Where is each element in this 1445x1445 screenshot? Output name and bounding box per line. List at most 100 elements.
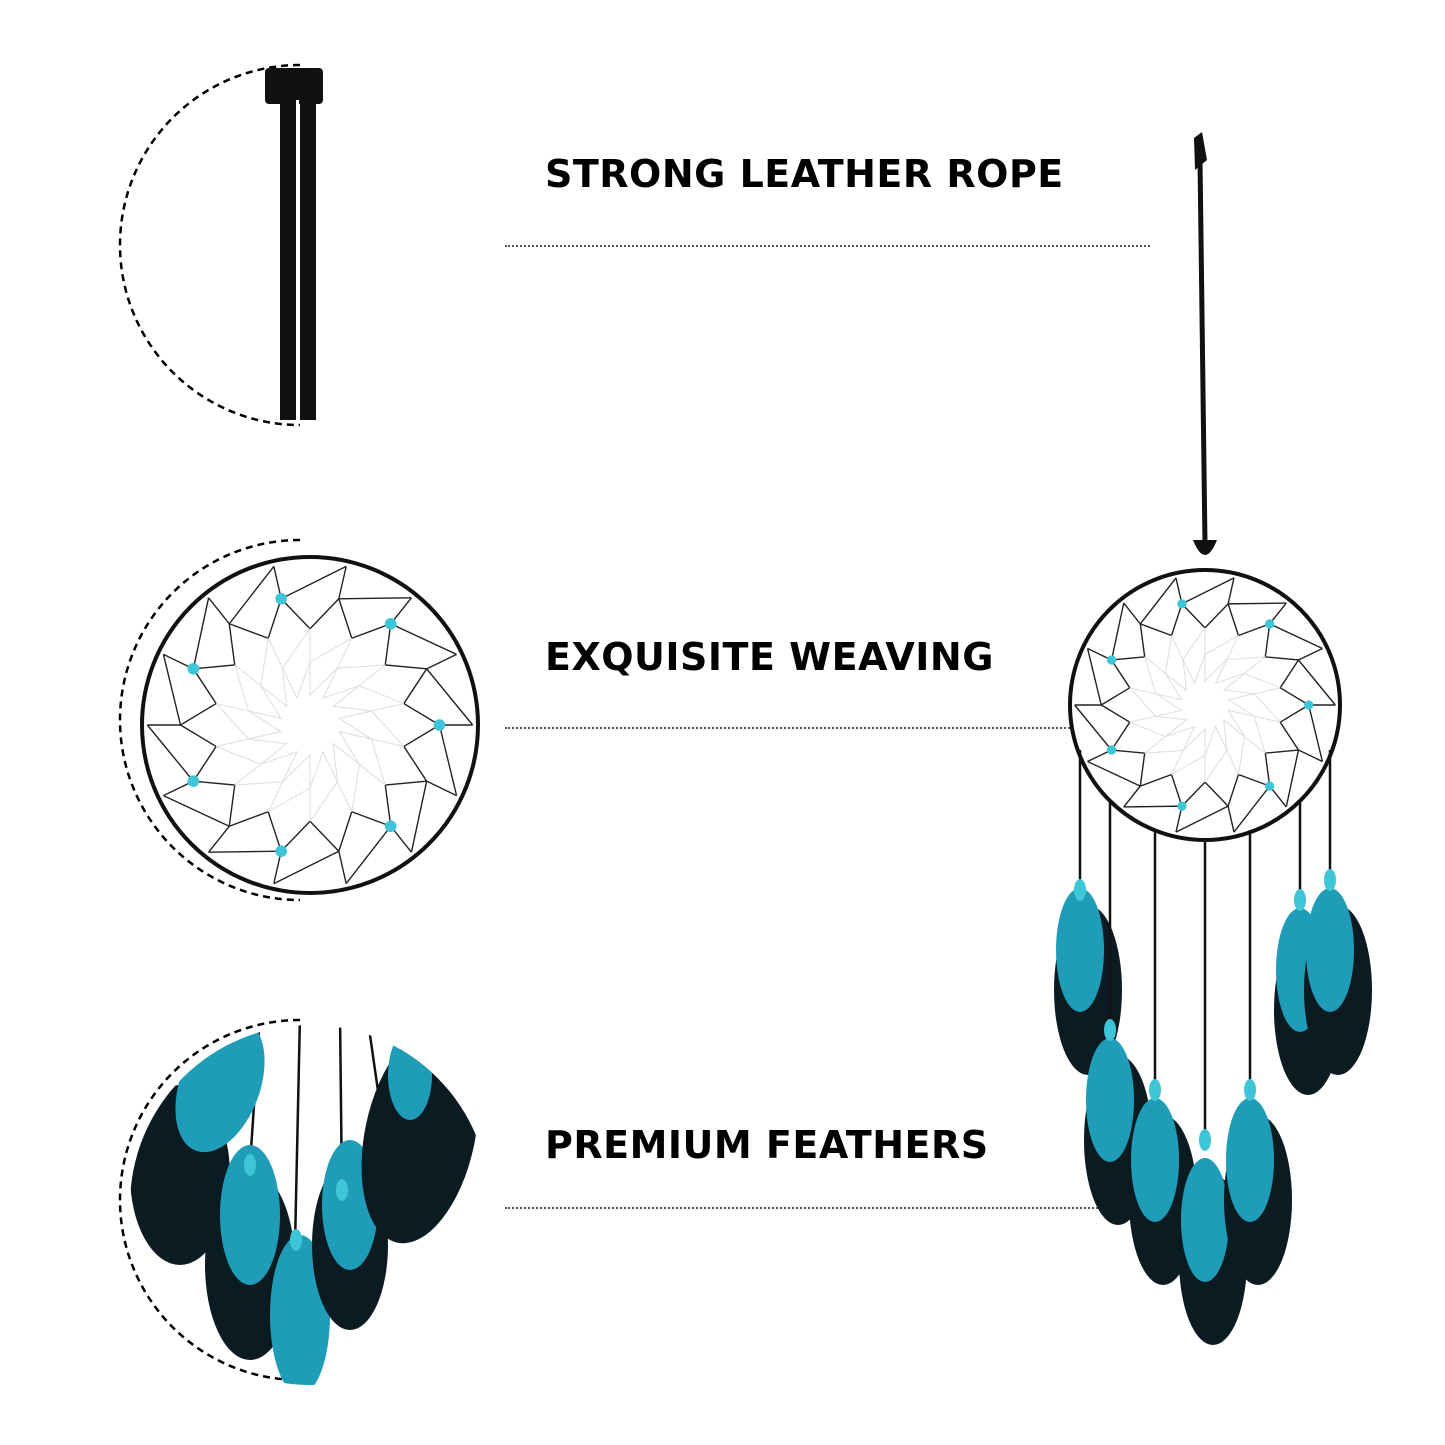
weave-thread xyxy=(280,598,340,630)
feather-teal xyxy=(1056,888,1104,1012)
bead xyxy=(1244,1079,1256,1101)
weave-thread xyxy=(1204,654,1228,683)
weave-thread xyxy=(309,628,353,663)
feature-label-feathers: PREMIUM FEATHERS xyxy=(545,1123,989,1167)
rope-cap xyxy=(265,68,323,104)
weave-thread xyxy=(1279,659,1310,706)
bead xyxy=(1106,655,1117,665)
weave-thread xyxy=(1165,725,1196,751)
weave-thread xyxy=(1297,647,1336,706)
bead xyxy=(1177,599,1187,609)
feather-teal xyxy=(1181,1158,1229,1282)
weave-thread xyxy=(260,751,299,783)
weave-net xyxy=(1074,577,1336,833)
weave-thread xyxy=(309,750,338,789)
weave-thread xyxy=(351,763,386,812)
weave-thread xyxy=(1214,659,1245,685)
weave-thread xyxy=(1223,718,1245,751)
weave-thread xyxy=(260,668,288,708)
weave-thread xyxy=(248,685,282,720)
bead xyxy=(1177,801,1187,811)
divider-leather-rope xyxy=(505,245,1150,247)
feather-cluster xyxy=(130,1025,479,1385)
weave-thread xyxy=(267,787,311,822)
bead xyxy=(275,592,287,605)
zoom-arc-dashed xyxy=(118,63,301,427)
feature-label-leather-rope: STRONG LEATHER ROPE xyxy=(545,152,1064,196)
weave-thread xyxy=(248,738,288,765)
dreamcatcher-hoop xyxy=(1068,568,1342,842)
rope-strand-right xyxy=(300,100,316,420)
bead xyxy=(1199,1129,1211,1151)
weave-thread xyxy=(1182,727,1206,756)
weave-thread xyxy=(1182,654,1206,685)
hanging-cord xyxy=(1197,159,1208,546)
bead xyxy=(1294,889,1306,911)
weave-thread xyxy=(1155,673,1183,701)
bead xyxy=(1304,700,1314,710)
feather-teal xyxy=(1086,1038,1134,1162)
weave-thread xyxy=(234,638,269,687)
feather-teal xyxy=(1226,1098,1274,1222)
weave-thread xyxy=(1129,687,1157,723)
weaving-zoom xyxy=(118,538,480,902)
weave-thread xyxy=(1285,748,1323,808)
bead xyxy=(187,775,200,787)
bead xyxy=(1104,1019,1116,1041)
weave-thread xyxy=(280,820,340,852)
feather-strands xyxy=(1054,750,1372,1345)
weave-thread xyxy=(215,745,262,786)
weave-thread xyxy=(332,685,372,712)
bead xyxy=(433,719,446,731)
bead xyxy=(1265,619,1275,629)
weave-thread xyxy=(1140,603,1183,637)
weave-thread xyxy=(282,661,311,700)
dreamcatcher-product-image xyxy=(1054,132,1372,1345)
weave-thread xyxy=(1204,725,1228,756)
feather-teal xyxy=(1306,888,1354,1012)
weave-thread xyxy=(1227,693,1255,717)
bead xyxy=(275,845,287,858)
weave-net xyxy=(146,565,474,885)
bead xyxy=(1106,745,1117,755)
weave-thread xyxy=(384,623,427,670)
weave-thread xyxy=(338,730,372,765)
leather-rope-zoom xyxy=(118,63,323,427)
weave-thread xyxy=(193,780,236,827)
weave-thread xyxy=(337,566,412,600)
bead xyxy=(384,820,397,833)
zoom-arc-dashed xyxy=(118,538,301,902)
weave-thread xyxy=(1227,709,1255,737)
hanging-loop-top xyxy=(1194,132,1207,170)
weave-thread xyxy=(1100,704,1131,751)
weave-thread xyxy=(1155,715,1188,737)
weave-thread xyxy=(358,664,405,705)
weave-thread xyxy=(273,850,347,885)
weave-thread xyxy=(1253,687,1281,723)
weave-thread xyxy=(1227,773,1270,807)
weave-thread xyxy=(1155,693,1183,717)
weave-thread xyxy=(321,667,360,699)
rope-strand-left xyxy=(280,100,296,420)
weave-thread xyxy=(1140,773,1183,807)
weave-hoop xyxy=(140,555,480,895)
weave-thread xyxy=(309,661,338,697)
zoom-arc-dashed xyxy=(118,1018,301,1382)
bead xyxy=(1149,1079,1161,1101)
weave-thread xyxy=(193,623,236,670)
weave-thread xyxy=(337,710,372,740)
weave-thread xyxy=(384,780,427,827)
bead xyxy=(384,617,397,630)
divider-weaving xyxy=(505,727,1150,729)
weave-thread xyxy=(248,710,283,740)
weave-thread xyxy=(332,742,360,782)
bead xyxy=(1324,869,1336,891)
bead xyxy=(1074,879,1086,901)
weave-thread xyxy=(282,753,311,789)
feather-teal xyxy=(1131,1098,1179,1222)
weave-thread xyxy=(1243,656,1281,689)
weave-thread xyxy=(1222,673,1255,695)
bead xyxy=(1265,781,1275,791)
feature-label-weaving: EXQUISITE WEAVING xyxy=(545,635,994,679)
